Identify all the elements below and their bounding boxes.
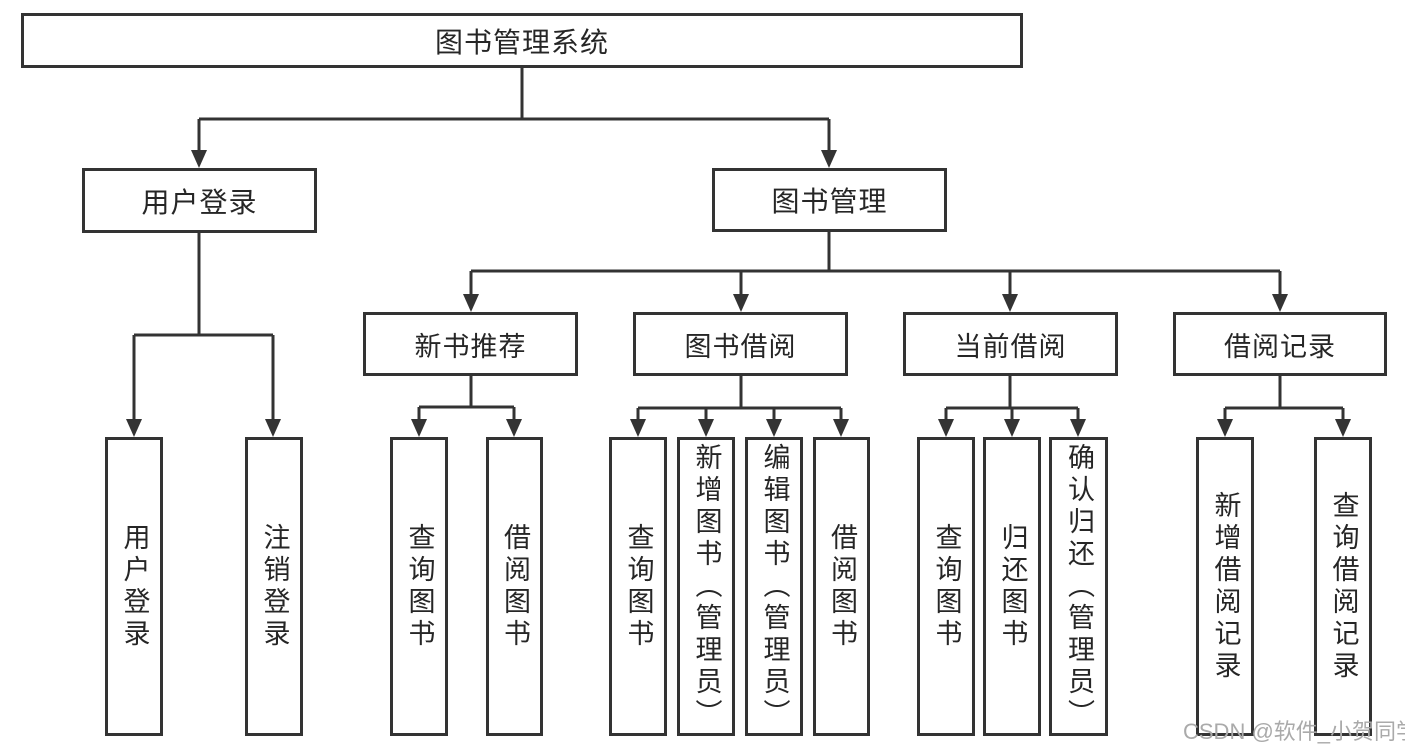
arrowhead: [766, 419, 782, 437]
leaf-recommend-query-book-label: 查询图书: [404, 522, 435, 651]
connector-borrow: [636, 376, 843, 421]
leaf-query-borrow-record: 查询借阅记录: [1314, 437, 1372, 736]
leaf-recommend-query-book: 查询图书: [390, 437, 448, 736]
arrowhead: [630, 419, 646, 437]
node-current-borrow: 当前借阅: [903, 312, 1118, 376]
arrowhead: [411, 419, 427, 437]
leaf-return-book-label: 归还图书: [997, 522, 1028, 651]
arrowhead: [1002, 294, 1018, 312]
node-user-login-label: 用户登录: [141, 186, 258, 218]
node-book-borrow: 图书借阅: [633, 312, 848, 376]
leaf-add-book-admin: 新增图书（管理员）: [677, 437, 735, 736]
arrowhead: [1272, 294, 1288, 312]
arrowhead: [1335, 419, 1351, 437]
watermark: CSDN @软件_小贺同学: [1183, 719, 1405, 744]
leaf-return-book: 归还图书: [983, 437, 1041, 736]
arrowhead: [833, 419, 849, 437]
node-user-login: 用户登录: [82, 168, 317, 233]
connector-records: [1223, 376, 1345, 421]
node-new-book-recommend: 新书推荐: [363, 312, 578, 376]
leaf-borrow-book-label: 借阅图书: [827, 522, 857, 651]
node-book-management-label: 图书管理: [771, 186, 888, 217]
connector-root: [197, 68, 831, 152]
leaf-borrow-query-book-label: 查询图书: [623, 522, 654, 651]
leaf-logout: 注销登录: [245, 437, 303, 736]
arrowhead: [1217, 419, 1233, 437]
leaf-query-borrow-record-label: 查询借阅记录: [1328, 490, 1359, 683]
arrowhead: [938, 419, 954, 437]
leaf-add-borrow-record: 新增借阅记录: [1196, 437, 1254, 736]
leaf-borrow-book: 借阅图书: [813, 437, 870, 736]
node-root-label: 图书管理系统: [434, 26, 609, 58]
leaf-confirm-return-admin-label: 确认归还（管理员）: [1064, 442, 1094, 731]
connector-management: [469, 232, 1282, 296]
node-new-book-recommend-label: 新书推荐: [414, 331, 527, 362]
leaf-logout-label: 注销登录: [259, 522, 290, 651]
connector-login: [132, 233, 275, 421]
arrowhead: [821, 150, 837, 168]
node-book-management: 图书管理: [712, 168, 947, 232]
leaf-user-login-label: 用户登录: [119, 522, 150, 651]
arrowhead: [1004, 419, 1020, 437]
arrowhead: [463, 294, 479, 312]
leaf-add-book-admin-label: 新增图书（管理员）: [691, 442, 722, 731]
arrowhead: [265, 419, 281, 437]
node-book-borrow-label: 图书借阅: [684, 331, 797, 362]
connector-current: [944, 376, 1080, 421]
leaf-add-borrow-record-label: 新增借阅记录: [1210, 490, 1241, 683]
leaf-edit-book-admin: 编辑图书（管理员）: [745, 437, 803, 736]
node-borrow-records: 借阅记录: [1173, 312, 1387, 376]
arrowhead: [506, 419, 522, 437]
arrowhead: [126, 419, 142, 437]
arrowhead: [733, 294, 749, 312]
leaf-current-query-book: 查询图书: [917, 437, 975, 736]
arrowhead: [1070, 419, 1086, 437]
node-borrow-records-label: 借阅记录: [1224, 331, 1336, 362]
node-current-borrow-label: 当前借阅: [954, 331, 1067, 362]
leaf-edit-book-admin-label: 编辑图书（管理员）: [759, 442, 790, 731]
leaf-recommend-borrow-book-label: 借阅图书: [500, 522, 530, 651]
leaf-current-query-book-label: 查询图书: [931, 522, 962, 651]
leaf-borrow-query-book: 查询图书: [609, 437, 667, 736]
node-root: 图书管理系统: [21, 13, 1023, 68]
arrowhead: [698, 419, 714, 437]
arrowhead: [191, 150, 207, 168]
leaf-recommend-borrow-book: 借阅图书: [486, 437, 543, 736]
connector-recommend: [417, 376, 516, 421]
leaf-user-login: 用户登录: [105, 437, 163, 736]
leaf-confirm-return-admin: 确认归还（管理员）: [1049, 437, 1108, 736]
